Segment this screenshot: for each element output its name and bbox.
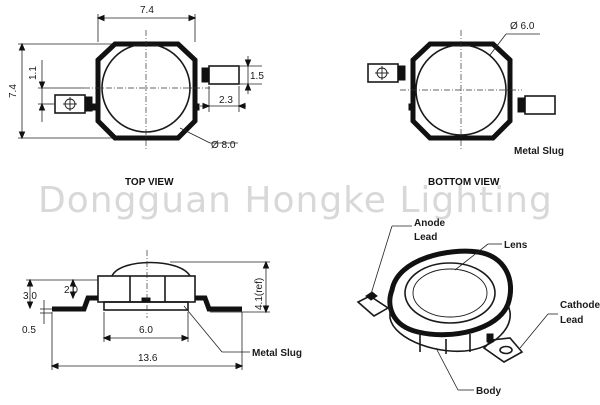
body-label: Body: [476, 386, 501, 397]
anode-label-1: Anode: [414, 218, 446, 229]
cathode-label-2: Lead: [560, 315, 583, 326]
side-left-lead: [52, 295, 98, 312]
dim-top-width: 7.4: [140, 5, 154, 16]
dim-slug-width: 6.0: [139, 325, 153, 336]
dim-side-base: 0.5: [22, 325, 36, 336]
iso-body-side: [389, 295, 511, 352]
dim-lead-height: 1.5: [250, 71, 264, 82]
dim-total-length: 13.6: [138, 353, 158, 364]
side-right-lead: [195, 295, 242, 312]
top-view: 7.4 7.4 1.1 1.5 2.3 Ø 8.0 TOP VIEW: [8, 5, 264, 188]
dim-top-height: 7.4: [8, 84, 19, 98]
bottom-body-outline: [410, 41, 513, 141]
dim-side-height: 3.0: [23, 291, 37, 302]
dim-side-total: 4.1(ref): [254, 278, 265, 310]
isometric-view: Anode Lead Lens Cathode Lead Body: [356, 218, 600, 397]
dim-inner-diameter: Ø 6.0: [510, 21, 535, 32]
top-body-outline: [95, 41, 198, 141]
dim-side-body: 2.0: [64, 285, 78, 296]
top-right-lead: [208, 65, 240, 85]
metal-slug-label-bottom: Metal Slug: [514, 146, 564, 157]
bottom-right-lead: [524, 95, 556, 115]
iso-lens: [404, 262, 496, 324]
iso-cathode-lead: [482, 337, 524, 363]
lens-label: Lens: [504, 240, 528, 251]
dim-outer-diameter: Ø 8.0: [211, 140, 236, 151]
bottom-view: Ø 6.0 Metal Slug BOTTOM VIEW: [367, 21, 564, 188]
anode-label-2: Lead: [414, 232, 437, 243]
bottom-view-title: BOTTOM VIEW: [428, 177, 500, 188]
side-slug: [103, 301, 189, 311]
dim-lead-offset: 2.3: [219, 95, 233, 106]
watermark-text: Dongguan Hongke Lighting: [38, 180, 553, 221]
side-view: 3.0 2.0 0.5 4.1(ref) 6.0 13.6 Metal Slug: [22, 250, 302, 370]
dim-top-offset: 1.1: [28, 66, 39, 80]
iso-anode-lead: [356, 295, 390, 317]
cathode-label-1: Cathode: [560, 300, 600, 311]
side-dome: [111, 261, 191, 277]
metal-slug-label-side: Metal Slug: [252, 348, 302, 359]
top-view-title: TOP VIEW: [125, 177, 174, 188]
